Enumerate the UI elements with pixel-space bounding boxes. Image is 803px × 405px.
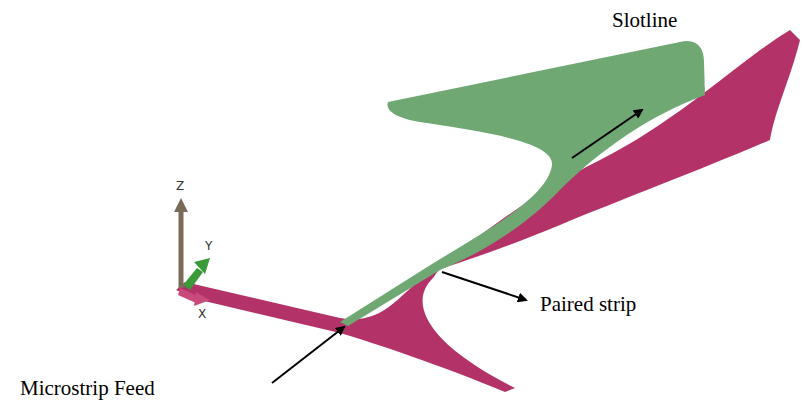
axis-triad [174, 198, 210, 306]
paired-strip-lower [176, 268, 515, 392]
leader-arrow [442, 272, 526, 300]
part-label: Slotline [612, 10, 677, 31]
axis-label: X [198, 308, 206, 320]
part-label: Paired strip [540, 294, 636, 315]
axis-label: Z [176, 180, 184, 192]
part-label: Microstrip Feed [20, 378, 155, 399]
leader-arrow [272, 327, 344, 383]
leader-arrow [572, 110, 642, 158]
slotline-conductor [340, 41, 705, 326]
axis-label: Y [205, 240, 212, 252]
